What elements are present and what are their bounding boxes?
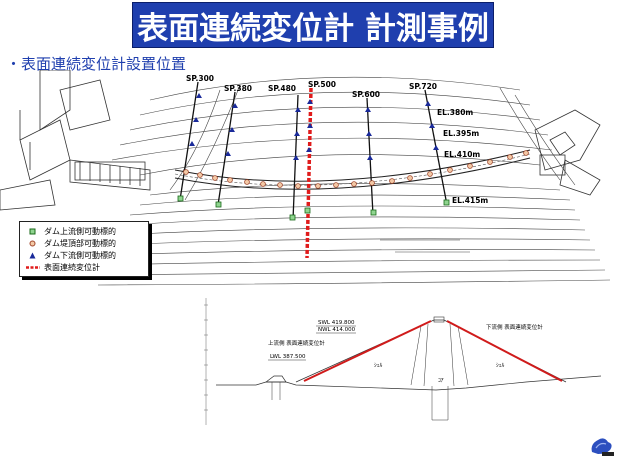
core-label: ｺｱ <box>438 377 444 384</box>
dam-section-view: SWL 419.800 NWL 414.000 LWL 387.500 上流側 … <box>204 298 602 425</box>
orange-circle-icon <box>29 240 36 247</box>
upstream-meter-line <box>303 320 432 382</box>
sp-label-600: SP.600 <box>352 90 380 99</box>
sp-label-380: SP.380 <box>224 84 252 93</box>
survey-line-sp380 <box>217 91 236 206</box>
sp-label-480: SP.480 <box>268 84 296 93</box>
cofferdam <box>264 375 287 383</box>
continuous-displacement-meter-line <box>305 87 313 259</box>
contour-lines <box>97 76 611 286</box>
legend-item-downstream: ダム下流側可動標的 <box>26 250 116 261</box>
right-structures <box>534 109 601 196</box>
legend-label: ダム堤頂部可動標的 <box>44 239 116 248</box>
el-label-380: EL.380m <box>437 108 473 117</box>
el-label-395: EL.395m <box>443 129 479 138</box>
crest-line-lower <box>174 157 531 190</box>
slide-title: 表面連続変位計 計測事例 <box>137 10 489 47</box>
right-shell-label: ｼｪﾙ <box>496 363 505 369</box>
upstream-targets <box>177 195 450 221</box>
el-label-415: EL.415m <box>452 196 488 205</box>
dam-plan-view: SP.300 SP.380 SP.480 SP.500 SP.600 SP.72… <box>0 70 611 286</box>
red-dashed-line-icon <box>26 266 40 269</box>
downstream-targets <box>189 93 439 160</box>
legend-label: ダム上流側可動標的 <box>44 227 116 236</box>
sp-label-500: SP.500 <box>308 80 336 89</box>
left-shell-label: ｼｪﾙ <box>374 363 383 369</box>
survey-line-sp300 <box>179 81 199 201</box>
blue-triangle-icon <box>29 252 36 259</box>
downstream-meter-line <box>446 320 563 382</box>
legend-item-upstream: ダム上流側可動標的 <box>26 226 116 237</box>
legend-item-crest: ダム堤頂部可動標的 <box>26 238 116 249</box>
crest-centerline <box>174 153 531 186</box>
legend-label: 表面連続変位計 <box>44 263 100 272</box>
downstream-meter-label: 下流側 表面連続変位計 <box>486 323 543 331</box>
core-zone-lines <box>410 323 469 387</box>
left-structures <box>0 70 151 211</box>
sp-label-300: SP.300 <box>186 74 214 83</box>
title-banner: 表面連続変位計 計測事例 <box>132 2 494 48</box>
legend-label: ダム下流側可動標的 <box>44 251 116 260</box>
bullet-heading: ・表面連続変位計設置位置 <box>6 55 187 73</box>
crest-targets <box>183 150 529 189</box>
lwl-label: LWL 387.500 <box>270 354 306 360</box>
el-label-410: EL.410m <box>444 150 480 159</box>
nwl-label: NWL 414.000 <box>318 327 356 333</box>
cofferdam-foundation <box>271 382 281 400</box>
swl-label: SWL 419.800 <box>318 320 355 326</box>
logo-icon <box>591 438 614 456</box>
water-level-marks <box>268 325 356 361</box>
grout-curtain <box>431 386 449 421</box>
section-scale <box>204 298 208 425</box>
sp-label-720: SP.720 <box>409 82 437 91</box>
legend-box: ダム上流側可動標的 ダム堤頂部可動標的 ダム下流側可動標的 表面連続変位計 <box>19 221 149 277</box>
green-square-icon <box>29 228 36 235</box>
dam-crest-block <box>433 316 445 323</box>
legend-item-meter: 表面連続変位計 <box>26 262 100 273</box>
upstream-meter-label: 上流側 表面連続変位計 <box>268 339 325 347</box>
ground-line <box>216 375 602 391</box>
